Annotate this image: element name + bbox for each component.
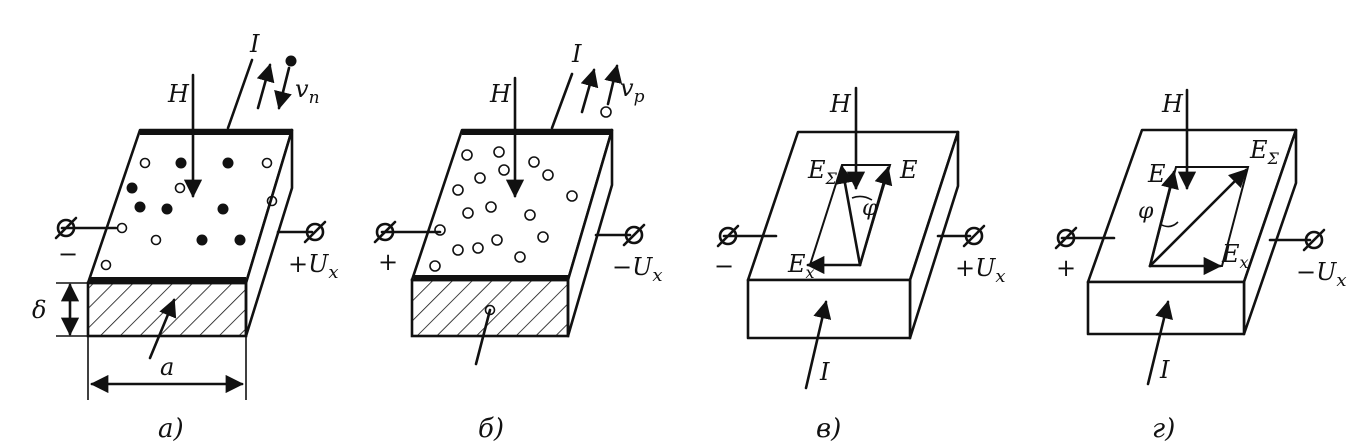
panel-v-voltage-label: +Ux: [955, 254, 1006, 287]
panel-b-plus-sign: +: [378, 248, 398, 276]
panel-v-ex-label: Ex: [787, 250, 815, 282]
panel-a-left-terminal: [56, 218, 76, 238]
panel-a-thickness-label: δ: [32, 296, 46, 324]
panel-v-caption: в): [816, 414, 841, 444]
panel-a-current-label: I: [249, 30, 260, 58]
panel-b-velocity-label: vp: [620, 74, 645, 107]
panel-a-front-face: [86, 281, 248, 338]
panel-v-angle-arc: [851, 195, 873, 201]
panel-a-current-arrow: [256, 63, 275, 110]
panel-a-entry-arrow: [148, 298, 177, 360]
panel-v-e-label: E: [899, 156, 918, 184]
panel-v-minus-sign: −: [714, 252, 734, 280]
panel-a-carriers: [100, 157, 278, 271]
panel-v-current-label: I: [819, 358, 830, 386]
panel-g: H φ E EΣ Ex + −Ux I г): [1054, 88, 1347, 444]
panel-v-esum-label: EΣ: [807, 156, 838, 188]
panel-v: H φ EΣ E Ex − +Ux I в): [714, 86, 1006, 444]
panel-a-caption: a): [158, 414, 184, 444]
panel-a-minus-sign: −: [58, 240, 78, 268]
panel-b-current-arrow: [580, 68, 599, 114]
panel-b-caption: б): [478, 414, 504, 444]
panel-v-h-label: H: [829, 90, 852, 118]
panel-v-current-arrow: [804, 300, 832, 390]
panel-b-current-lead: [550, 72, 574, 130]
panel-a: H I vn − +Ux δ a a): [32, 30, 339, 444]
panel-v-left-terminal: [718, 226, 738, 246]
panel-v-front-face: [746, 278, 912, 340]
panel-a-voltage-label: +Ux: [288, 250, 339, 283]
panel-v-phi-label: φ: [862, 196, 878, 221]
panel-g-caption: г): [1152, 414, 1175, 444]
panel-b-right-terminal: [624, 225, 644, 245]
panel-v-esum-arrow: [836, 165, 862, 267]
panel-a-velocity-arrow: [274, 66, 292, 110]
panel-g-plus-sign: +: [1056, 254, 1076, 282]
panel-a-h-label: H: [167, 80, 190, 108]
panel-b-velocity-arrow: [604, 64, 623, 106]
panel-g-esum-arrow: [1148, 168, 1248, 268]
panel-b-h-label: H: [489, 80, 512, 108]
panel-v-right-terminal: [964, 226, 984, 246]
panel-g-current-arrow: [1146, 300, 1173, 386]
panel-b: H I vp + −Ux б): [373, 40, 663, 444]
panel-g-e-arrow: [1148, 170, 1179, 268]
panel-g-esum-label: EΣ: [1249, 136, 1280, 168]
panel-b-left-terminal: [375, 222, 395, 242]
panel-a-current-lead: [226, 58, 254, 130]
panel-g-voltage-label: −Ux: [1296, 258, 1347, 291]
panel-g-h-label: H: [1161, 90, 1184, 118]
panel-v-e-arrow: [858, 166, 893, 267]
panel-g-left-terminal: [1056, 228, 1076, 248]
panel-g-e-label: E: [1147, 160, 1166, 188]
panel-a-width-label: a: [160, 353, 174, 381]
panel-b-front-face: [410, 278, 570, 338]
panel-b-current-label: I: [571, 40, 582, 68]
panel-g-phi-label: φ: [1138, 199, 1154, 224]
panel-b-voltage-label: −Ux: [612, 253, 663, 286]
panel-a-electron-icon: [285, 55, 297, 67]
panel-g-current-label: I: [1159, 356, 1170, 384]
panel-a-velocity-label: vn: [295, 75, 320, 108]
panel-g-right-terminal: [1304, 230, 1324, 250]
panel-b-entry-arrow: [474, 308, 492, 366]
panel-a-right-terminal: [305, 222, 325, 242]
panel-g-angle-arc: [1159, 221, 1179, 228]
panel-b-hole-icon: [600, 106, 612, 118]
panel-b-holes: [429, 146, 578, 272]
panel-g-ex-label: Ex: [1221, 240, 1249, 272]
